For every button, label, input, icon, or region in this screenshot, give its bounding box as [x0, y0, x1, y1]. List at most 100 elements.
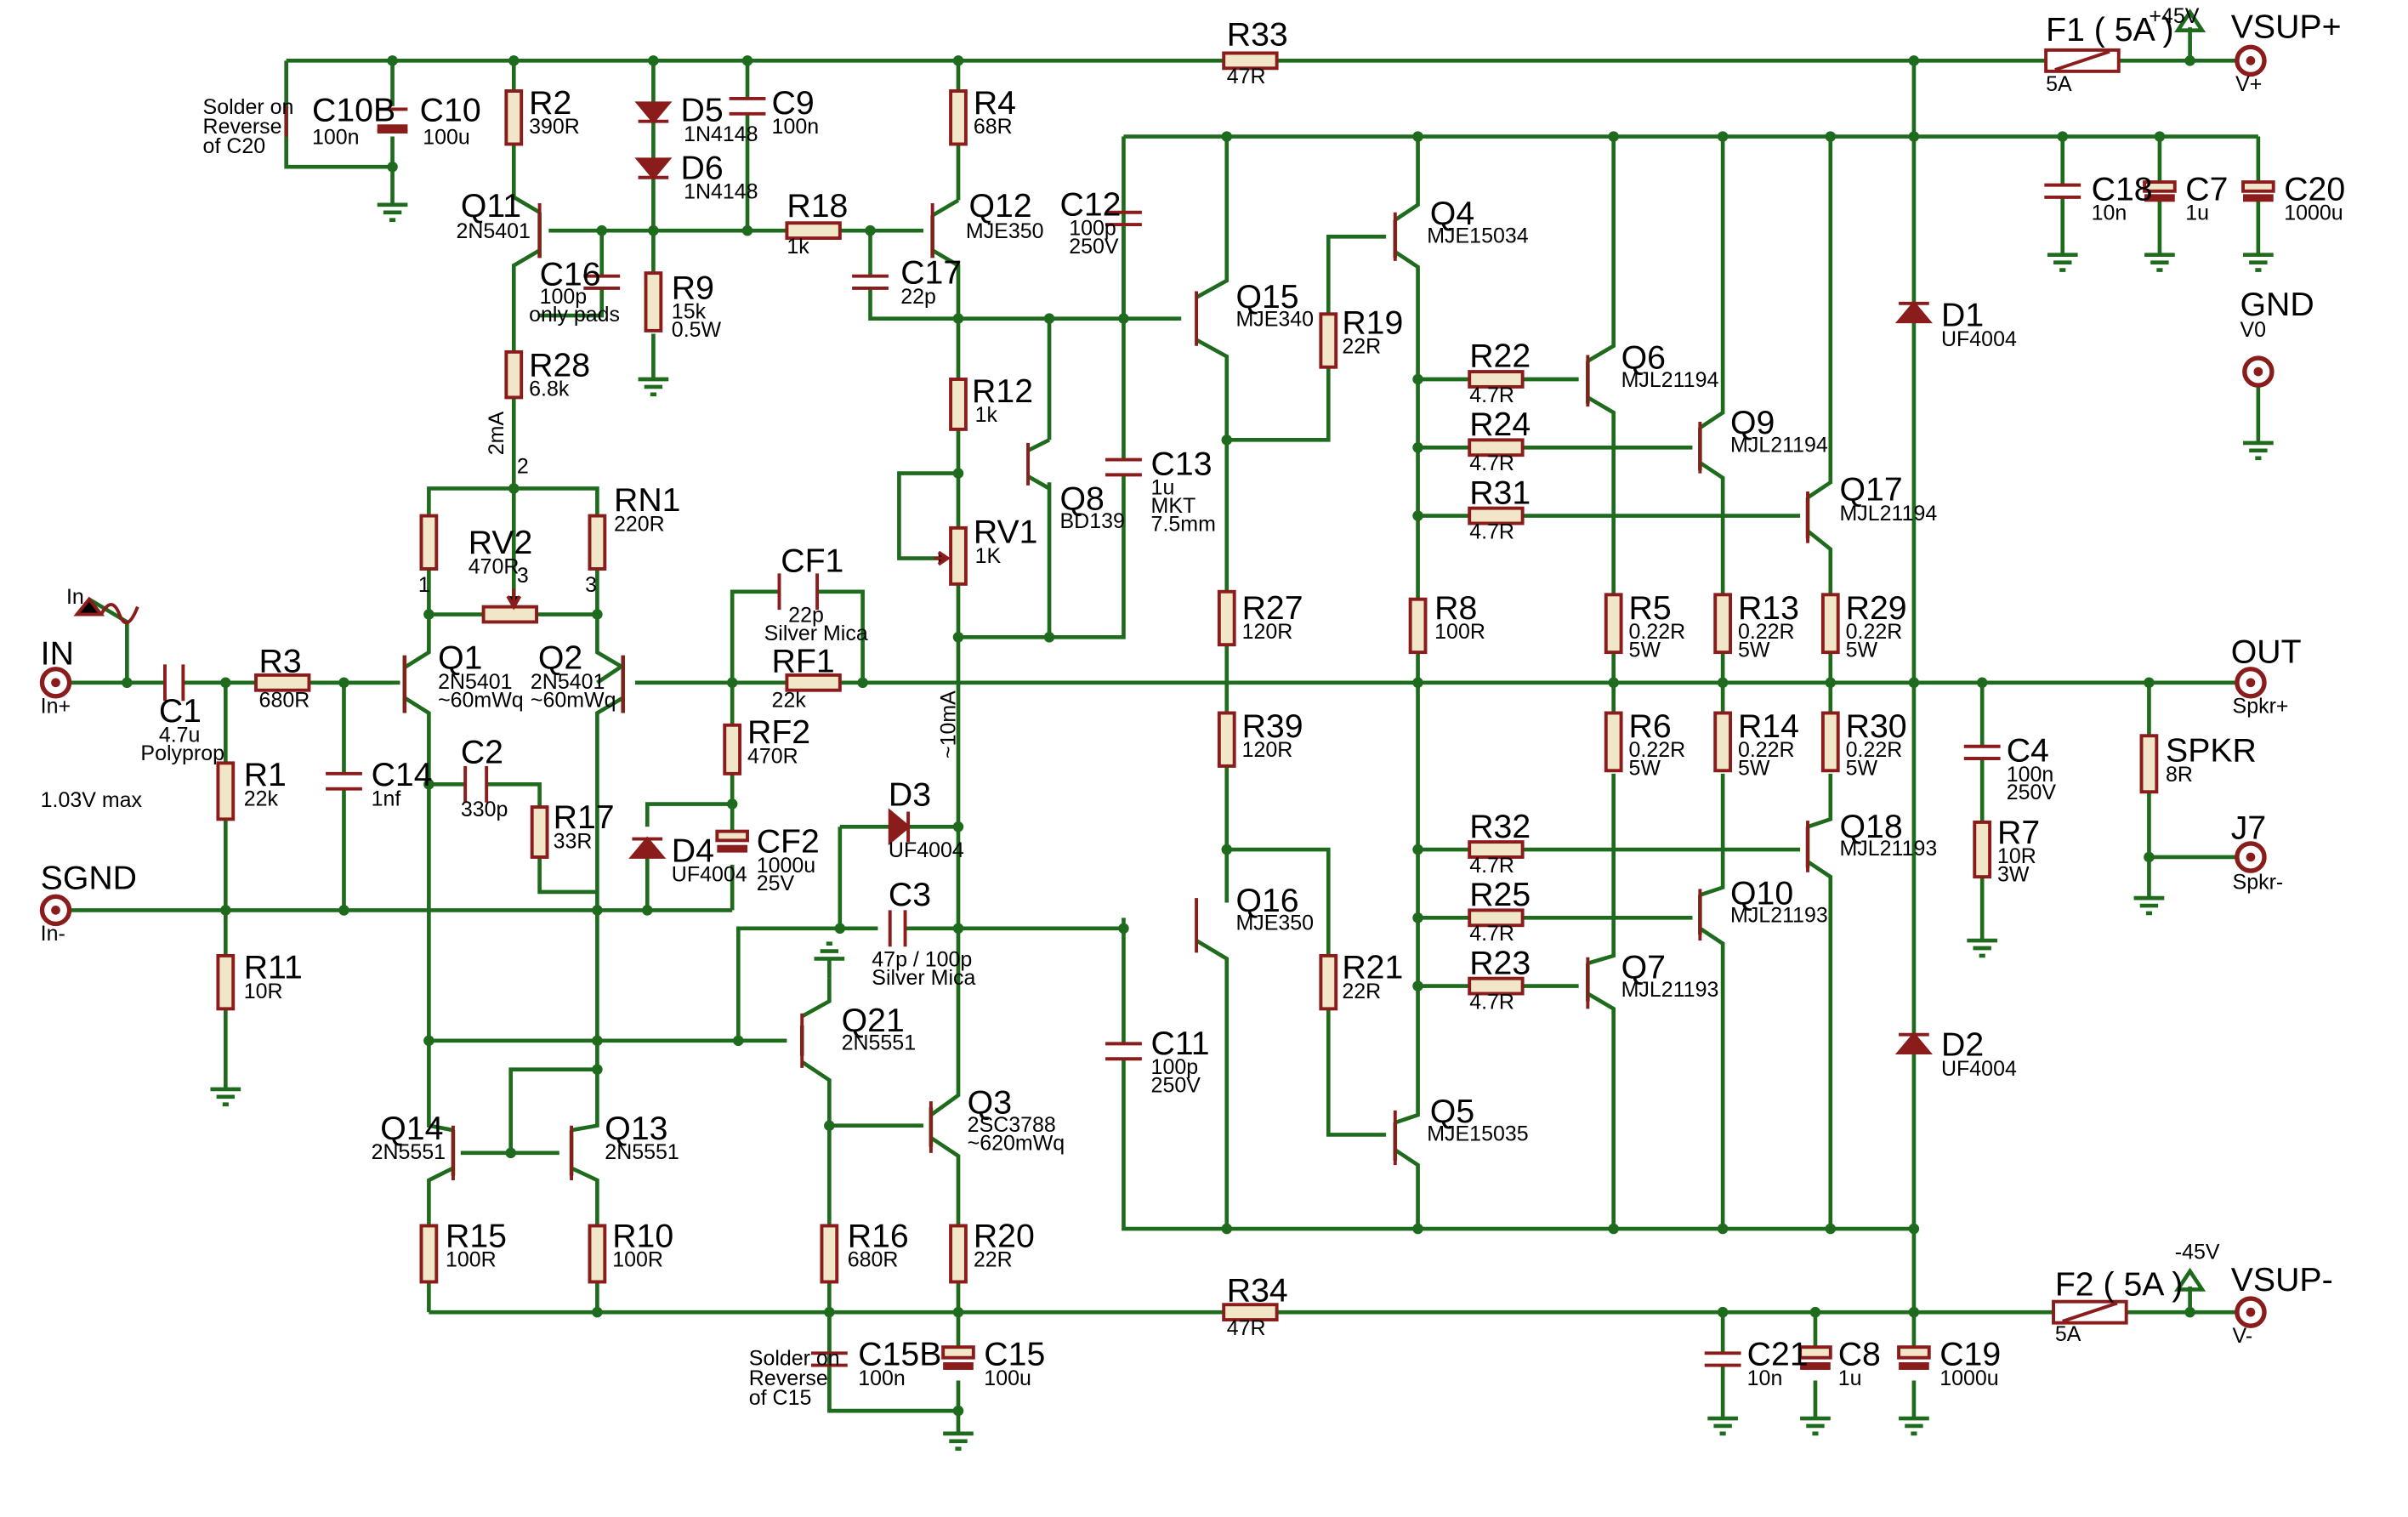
resistor-bodies [216, 51, 2159, 1322]
label-R10: R10 [612, 1217, 673, 1254]
port-vsup-plus[interactable] [2235, 44, 2267, 77]
resistor-SPKR [2139, 734, 2159, 794]
label-C18: C18 [2092, 170, 2153, 207]
label-D3-current: ~10mA [936, 690, 960, 758]
label-VSUPP: VSUP+ [2231, 9, 2342, 46]
svg-text:47R: 47R [1227, 1316, 1266, 1340]
label-R17: R17 [554, 798, 615, 836]
svg-text:1u: 1u [1838, 1366, 1862, 1390]
diode-D1 [1894, 300, 1933, 324]
svg-text:0.22R: 0.22R [1846, 738, 1903, 762]
resistor-R22 [1468, 370, 1525, 389]
svg-text:MJE15035: MJE15035 [1427, 1122, 1528, 1146]
supply-arrows [2173, 9, 2206, 1292]
label-R11: R11 [244, 949, 303, 986]
label-D6: D6 [681, 150, 724, 187]
labels: R33 47R F1 ( 5A ) 5A +45V VSUP+ V+ Solde… [41, 4, 2346, 1410]
label-Q17: Q17 [1839, 471, 1902, 509]
diode-D2 [1894, 1031, 1933, 1055]
svg-text:2SC3788: 2SC3788 [968, 1113, 1056, 1137]
svg-text:Silver Mica: Silver Mica [764, 622, 868, 645]
resistor-R21 [1319, 953, 1338, 1011]
label-RN1: RN1 [614, 481, 681, 519]
svg-text:22p: 22p [788, 603, 824, 627]
svg-text:Spkr+: Spkr+ [2233, 694, 2289, 718]
label-Q10: Q10 [1730, 874, 1793, 912]
resistor-R23 [1468, 976, 1525, 996]
resistor-R27 [1217, 589, 1236, 647]
resistor-RF2 [723, 723, 742, 776]
svg-text:100p: 100p [1069, 217, 1116, 241]
svg-text:5W: 5W [1738, 638, 1770, 662]
svg-text:0.5W: 0.5W [672, 318, 722, 342]
svg-text:4.7R: 4.7R [1469, 854, 1514, 878]
svg-text:22k: 22k [772, 688, 807, 712]
label-R28: R28 [529, 346, 590, 384]
label-R3: R3 [259, 642, 302, 679]
label-C9: C9 [772, 84, 815, 122]
svg-text:470R: 470R [469, 554, 520, 578]
port-gnd[interactable] [2242, 355, 2275, 388]
label-R30: R30 [1846, 707, 1907, 745]
label-F2: F2 ( 5A ) [2055, 1266, 2183, 1304]
label-R9: R9 [672, 269, 714, 306]
svg-text:100R: 100R [446, 1248, 497, 1272]
resistor-R7 [1973, 820, 1992, 879]
label-Q4: Q4 [1430, 195, 1474, 232]
svg-text:MJL21194: MJL21194 [1730, 434, 1828, 457]
label-D5: D5 [681, 92, 724, 129]
ports[interactable] [39, 44, 2275, 1328]
svg-text:100R: 100R [1434, 620, 1485, 644]
label-C21: C21 [1747, 1336, 1809, 1373]
resistor-R4 [949, 89, 968, 146]
label-R14: R14 [1738, 707, 1799, 745]
label-CF2: CF2 [757, 823, 820, 861]
port-in[interactable] [39, 667, 72, 699]
signal-source-icon [73, 596, 139, 625]
diode-D5 [634, 101, 673, 124]
label-C12: C12 [1060, 185, 1122, 223]
svg-text:1k: 1k [975, 403, 998, 427]
svg-text:+45V: +45V [2149, 4, 2199, 28]
resistor-RN1a [419, 514, 439, 571]
svg-text:0.22R: 0.22R [1738, 620, 1795, 644]
label-RF2: RF2 [747, 713, 810, 751]
svg-text:1N4148: 1N4148 [684, 180, 758, 204]
port-j7[interactable] [2235, 841, 2267, 873]
label-SPKR: SPKR [2166, 732, 2257, 770]
capacitor-C12 [1105, 210, 1142, 226]
svg-text:0.22R: 0.22R [1846, 620, 1903, 644]
svg-text:250V: 250V [1151, 1073, 1201, 1097]
port-out[interactable] [2235, 667, 2267, 699]
svg-text:~60mWq: ~60mWq [531, 688, 616, 712]
label-C10B: C10B [312, 92, 395, 129]
resistor-R6 [1604, 711, 1623, 773]
svg-text:MJL21193: MJL21193 [1730, 904, 1828, 928]
svg-text:100R: 100R [612, 1248, 663, 1272]
svg-text:1K: 1K [975, 544, 1002, 568]
svg-text:MJE350: MJE350 [966, 219, 1044, 243]
label-C7: C7 [2185, 170, 2228, 207]
capacitor-C11 [1105, 1042, 1142, 1061]
label-C10: C10 [420, 92, 481, 129]
resistor-R16 [820, 1224, 839, 1284]
label-R7: R7 [1997, 814, 2040, 851]
label-C17: C17 [900, 254, 962, 292]
label-R34: R34 [1227, 1272, 1288, 1310]
label-Q2: Q2 [538, 639, 582, 677]
label-D4: D4 [672, 832, 714, 869]
port-vsup-minus[interactable] [2235, 1296, 2267, 1328]
port-sgnd[interactable] [39, 894, 72, 927]
capacitor-C18 [2044, 183, 2081, 199]
svg-text:In+: In+ [41, 694, 71, 718]
resistor-RF1 [785, 673, 842, 692]
svg-text:of C15: of C15 [749, 1386, 812, 1410]
svg-text:1000u: 1000u [1939, 1366, 1998, 1390]
svg-text:UF4004: UF4004 [1941, 327, 2017, 351]
svg-text:Reverse: Reverse [749, 1366, 828, 1390]
svg-text:4.7R: 4.7R [1469, 520, 1514, 543]
svg-text:47p / 100p: 47p / 100p [872, 947, 972, 971]
capacitor-C16 [583, 274, 621, 290]
label-Q8: Q8 [1060, 480, 1105, 517]
label-SGND: SGND [41, 859, 137, 896]
